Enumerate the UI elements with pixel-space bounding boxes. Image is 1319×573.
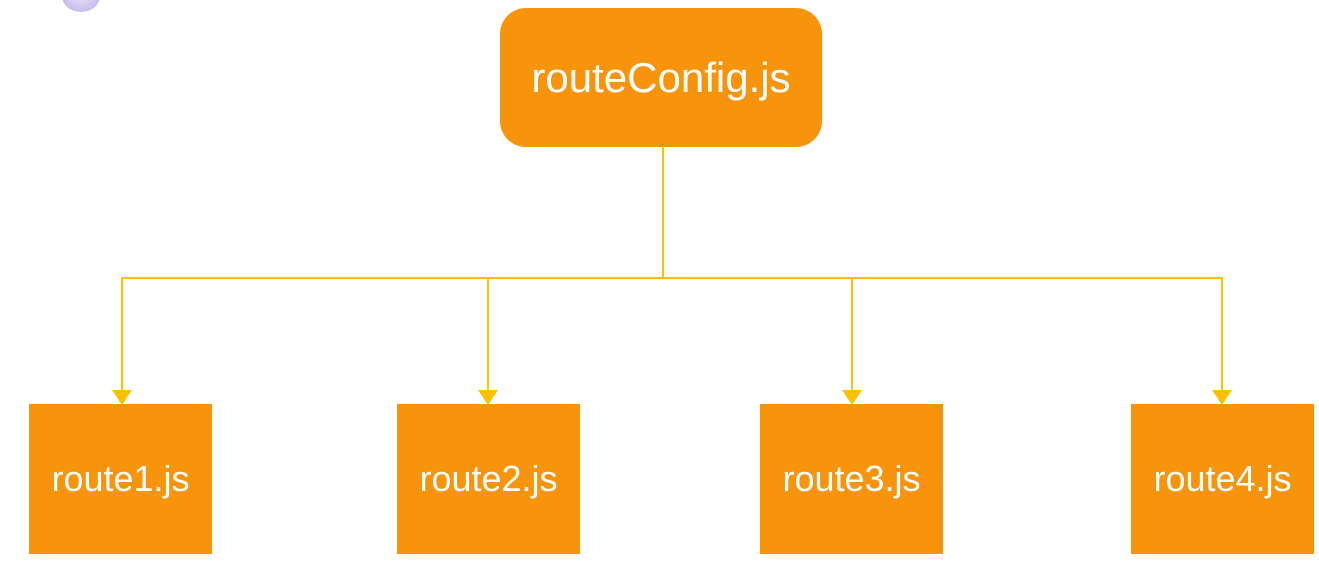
node-route1-label: route1.js bbox=[51, 458, 190, 499]
node-routeconfig: routeConfig.js bbox=[500, 8, 822, 147]
node-route4: route4.js bbox=[1131, 404, 1314, 554]
node-route3-label: route3.js bbox=[782, 458, 921, 499]
node-route4-label: route4.js bbox=[1153, 458, 1292, 499]
purple-bubble-decoration bbox=[62, 0, 100, 12]
node-routeconfig-label: routeConfig.js bbox=[531, 53, 791, 101]
connector-horizontal-bus bbox=[121, 277, 1223, 279]
arrowhead-down-icon bbox=[112, 390, 132, 405]
node-route1: route1.js bbox=[29, 404, 212, 554]
connector-branch-route4 bbox=[1221, 278, 1223, 391]
arrowhead-down-icon bbox=[1212, 390, 1232, 405]
arrowhead-down-icon bbox=[478, 390, 498, 405]
node-route3: route3.js bbox=[760, 404, 943, 554]
node-route2-label: route2.js bbox=[419, 458, 558, 499]
node-route2: route2.js bbox=[397, 404, 580, 554]
connector-branch-route1 bbox=[121, 278, 123, 391]
connector-branch-route3 bbox=[851, 278, 853, 391]
connector-root-vertical bbox=[662, 146, 664, 279]
arrowhead-down-icon bbox=[842, 390, 862, 405]
connector-branch-route2 bbox=[487, 278, 489, 391]
